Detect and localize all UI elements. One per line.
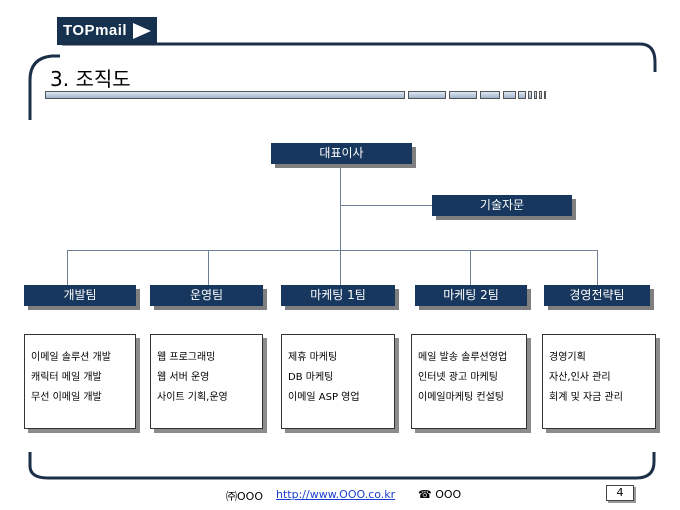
team-drop-line bbox=[597, 250, 598, 285]
advisor-node: 기술자문 bbox=[432, 195, 572, 216]
team-duties-dev: 이메일 솔루션 개발 캐릭터 메일 개발 무선 이메일 개발 bbox=[24, 334, 136, 429]
team-drop-line bbox=[208, 250, 209, 285]
duty-item: 회계 및 자금 관리 bbox=[549, 392, 623, 403]
duty-item: 자산,인사 관리 bbox=[549, 372, 611, 383]
title-bar-long bbox=[45, 91, 405, 99]
logo-arrow-icon bbox=[133, 23, 151, 39]
advisor-label: 기술자문 bbox=[479, 198, 525, 212]
duty-item: 이메일 솔루션 개발 bbox=[31, 352, 111, 363]
duty-item: 웹 프로그래밍 bbox=[157, 352, 216, 363]
duty-item: 웹 서버 운영 bbox=[157, 372, 210, 383]
team-node-strategy: 경영전략팀 bbox=[544, 285, 650, 306]
ceo-node: 대표이사 bbox=[271, 143, 412, 164]
title-bar-segment bbox=[518, 91, 526, 99]
team-branch-line bbox=[67, 250, 598, 251]
duty-item: 경영기획 bbox=[549, 352, 586, 363]
logo-text: TOPmail bbox=[63, 22, 128, 39]
footer-company: ㈜OOO bbox=[226, 490, 263, 503]
title-bar-segment bbox=[408, 91, 446, 99]
title-bar-segment bbox=[539, 91, 542, 99]
team-drop-line bbox=[470, 250, 471, 285]
duty-item: 이메일 ASP 영업 bbox=[288, 392, 360, 403]
topmail-logo: TOPmail bbox=[57, 17, 157, 45]
team-duties-marketing1: 제휴 마케팅 DB 마케팅 이메일 ASP 영업 bbox=[281, 334, 395, 429]
team-label: 마케팅 1팀 bbox=[310, 288, 366, 302]
title-bar-segment bbox=[449, 91, 477, 99]
title-bar-segment bbox=[534, 91, 537, 99]
team-label: 마케팅 2팀 bbox=[443, 288, 499, 302]
frame-left-curve bbox=[28, 54, 60, 120]
team-label: 개발팀 bbox=[63, 288, 97, 302]
team-node-marketing1: 마케팅 1팀 bbox=[281, 285, 395, 306]
title-bar-segment bbox=[503, 91, 516, 99]
title-bar-segment bbox=[544, 91, 546, 99]
ceo-trunk-line bbox=[340, 164, 341, 251]
team-drop-line bbox=[67, 250, 68, 285]
page-number: 4 bbox=[606, 485, 634, 501]
advisor-connector-line bbox=[340, 205, 432, 206]
team-node-dev: 개발팀 bbox=[24, 285, 136, 306]
page-title: 3. 조직도 bbox=[50, 67, 131, 91]
team-label: 운영팀 bbox=[189, 288, 224, 302]
team-duties-strategy: 경영기획 자산,인사 관리 회계 및 자금 관리 bbox=[542, 334, 656, 429]
duty-item: 무선 이메일 개발 bbox=[31, 392, 102, 403]
duty-item: 사이트 기획,운영 bbox=[157, 392, 228, 403]
duty-item: 인터넷 광고 마케팅 bbox=[418, 372, 498, 383]
duty-item: 메일 발송 솔루션영업 bbox=[418, 352, 508, 363]
team-node-marketing2: 마케팅 2팀 bbox=[415, 285, 527, 306]
footer-phone: ☎ OOO bbox=[418, 488, 462, 501]
team-duties-ops: 웹 프로그래밍 웹 서버 운영 사이트 기획,운영 bbox=[150, 334, 263, 429]
duty-item: 제휴 마케팅 bbox=[288, 352, 338, 363]
team-label: 경영전략팀 bbox=[569, 288, 625, 302]
duty-item: 캐릭터 메일 개발 bbox=[31, 372, 102, 383]
frame-bottom-curve bbox=[28, 452, 656, 480]
frame-top-curve bbox=[62, 42, 657, 72]
title-bar-segment bbox=[480, 91, 500, 99]
footer-url-link[interactable]: http://www.OOO.co.kr bbox=[276, 488, 396, 501]
title-bar-segment bbox=[528, 91, 532, 99]
team-node-ops: 운영팀 bbox=[150, 285, 263, 306]
duty-item: DB 마케팅 bbox=[288, 372, 334, 383]
team-drop-line bbox=[340, 250, 341, 285]
ceo-label: 대표이사 bbox=[319, 146, 364, 160]
duty-item: 이메일마케팅 컨설팅 bbox=[418, 392, 504, 403]
team-duties-marketing2: 메일 발송 솔루션영업 인터넷 광고 마케팅 이메일마케팅 컨설팅 bbox=[411, 334, 527, 429]
